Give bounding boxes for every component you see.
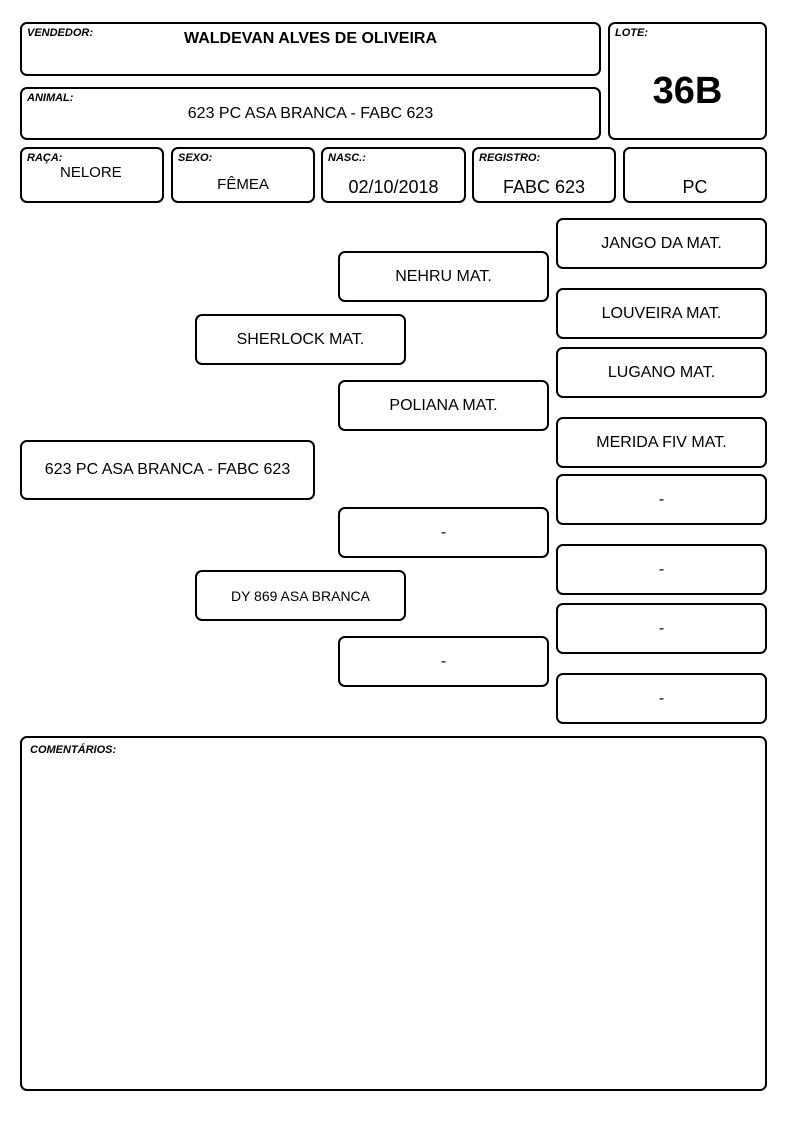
registro-value: FABC 623 (502, 177, 586, 197)
lote-box: LOTE: 36B (608, 22, 767, 140)
pedigree-ggp: LUGANO MAT. (556, 347, 767, 398)
vendedor-value: WALDEVAN ALVES DE OLIVEIRA (183, 30, 438, 47)
lote-label: LOTE: (615, 27, 648, 39)
nasc-value: 02/10/2018 (348, 177, 439, 197)
pedigree-ggp: - (556, 673, 767, 724)
comments-box: COMENTÁRIOS: (20, 736, 767, 1091)
pedigree-ggp: JANGO DA MAT. (556, 218, 767, 269)
pedigree-ggp: - (556, 603, 767, 654)
category-box: PC (623, 147, 767, 203)
pedigree-animal: 623 PC ASA BRANCA - FABC 623 (20, 440, 315, 500)
animal-value: 623 PC ASA BRANCA - FABC 623 (187, 105, 434, 122)
pedigree-dam: DY 869 ASA BRANCA (195, 570, 406, 621)
sexo-value: FÊMEA (217, 176, 269, 193)
pedigree-sire-dam: POLIANA MAT. (338, 380, 549, 431)
pedigree-ggp: MERIDA FIV MAT. (556, 417, 767, 468)
vendedor-box: VENDEDOR: WALDEVAN ALVES DE OLIVEIRA (20, 22, 601, 76)
animal-label: ANIMAL: (27, 92, 74, 104)
lote-value: 36B (652, 70, 723, 112)
raca-label: RAÇA: (27, 152, 63, 164)
registro-label: REGISTRO: (479, 152, 541, 164)
animal-box: ANIMAL: 623 PC ASA BRANCA - FABC 623 (20, 87, 601, 140)
pedigree-sire: SHERLOCK MAT. (195, 314, 406, 365)
comments-label: COMENTÁRIOS: (30, 744, 117, 756)
registro-box: REGISTRO: FABC 623 (472, 147, 616, 203)
pedigree-dam-sire: - (338, 507, 549, 558)
raca-box: RAÇA: NELORE (20, 147, 164, 203)
pedigree-sire-sire: NEHRU MAT. (338, 251, 549, 302)
nasc-box: NASC.: 02/10/2018 (321, 147, 466, 203)
pedigree-ggp: - (556, 544, 767, 595)
sexo-label: SEXO: (178, 152, 213, 164)
sexo-box: SEXO: FÊMEA (171, 147, 315, 203)
nasc-label: NASC.: (328, 152, 366, 164)
pedigree-dam-dam: - (338, 636, 549, 687)
pedigree-ggp: - (556, 474, 767, 525)
pedigree-ggp: LOUVEIRA MAT. (556, 288, 767, 339)
raca-value: NELORE (60, 164, 122, 181)
category-value: PC (682, 177, 708, 197)
vendedor-label: VENDEDOR: (27, 27, 94, 39)
